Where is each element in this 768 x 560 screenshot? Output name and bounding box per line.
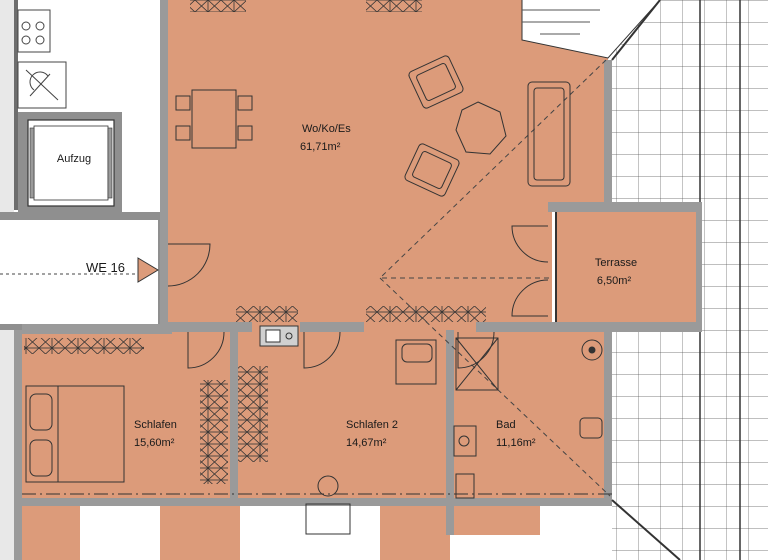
elevator-label: Aufzug — [57, 153, 91, 165]
room-name: Schlafen 2 — [346, 419, 398, 431]
elevator: Aufzug — [18, 112, 122, 212]
room-wohnen: Wo/Ko/Es 61,71m² — [300, 123, 351, 153]
corridor: WE 16 — [0, 212, 170, 330]
room-name: Terrasse — [595, 257, 637, 269]
room-name: Wo/Ko/Es — [302, 123, 351, 135]
terrace — [555, 212, 696, 322]
room-bad: Bad 11,16m² — [496, 419, 536, 449]
room-terrasse: Terrasse 6,50m² — [595, 257, 637, 287]
bedroom-furniture — [25, 339, 437, 535]
room-area: 11,16m² — [496, 437, 536, 449]
room-area: 6,50m² — [597, 275, 632, 287]
windows — [24, 0, 486, 484]
kitchen-sink — [259, 325, 299, 347]
unit-label: WE 16 — [86, 260, 125, 275]
room-name: Bad — [496, 419, 516, 431]
room-name: Schlafen — [134, 419, 177, 431]
room-schlafen: Schlafen 15,60m² — [134, 419, 177, 449]
doors — [167, 225, 549, 369]
room-area: 61,71m² — [300, 141, 341, 153]
room-schlafen2: Schlafen 2 14,67m² — [346, 419, 398, 449]
living-furniture — [175, 55, 571, 197]
roof-structure — [521, 0, 768, 560]
room-area: 15,60m² — [134, 437, 175, 449]
bath-fixtures — [453, 337, 603, 499]
ridge-lines — [379, 59, 611, 497]
room-area: 14,67m² — [346, 437, 387, 449]
